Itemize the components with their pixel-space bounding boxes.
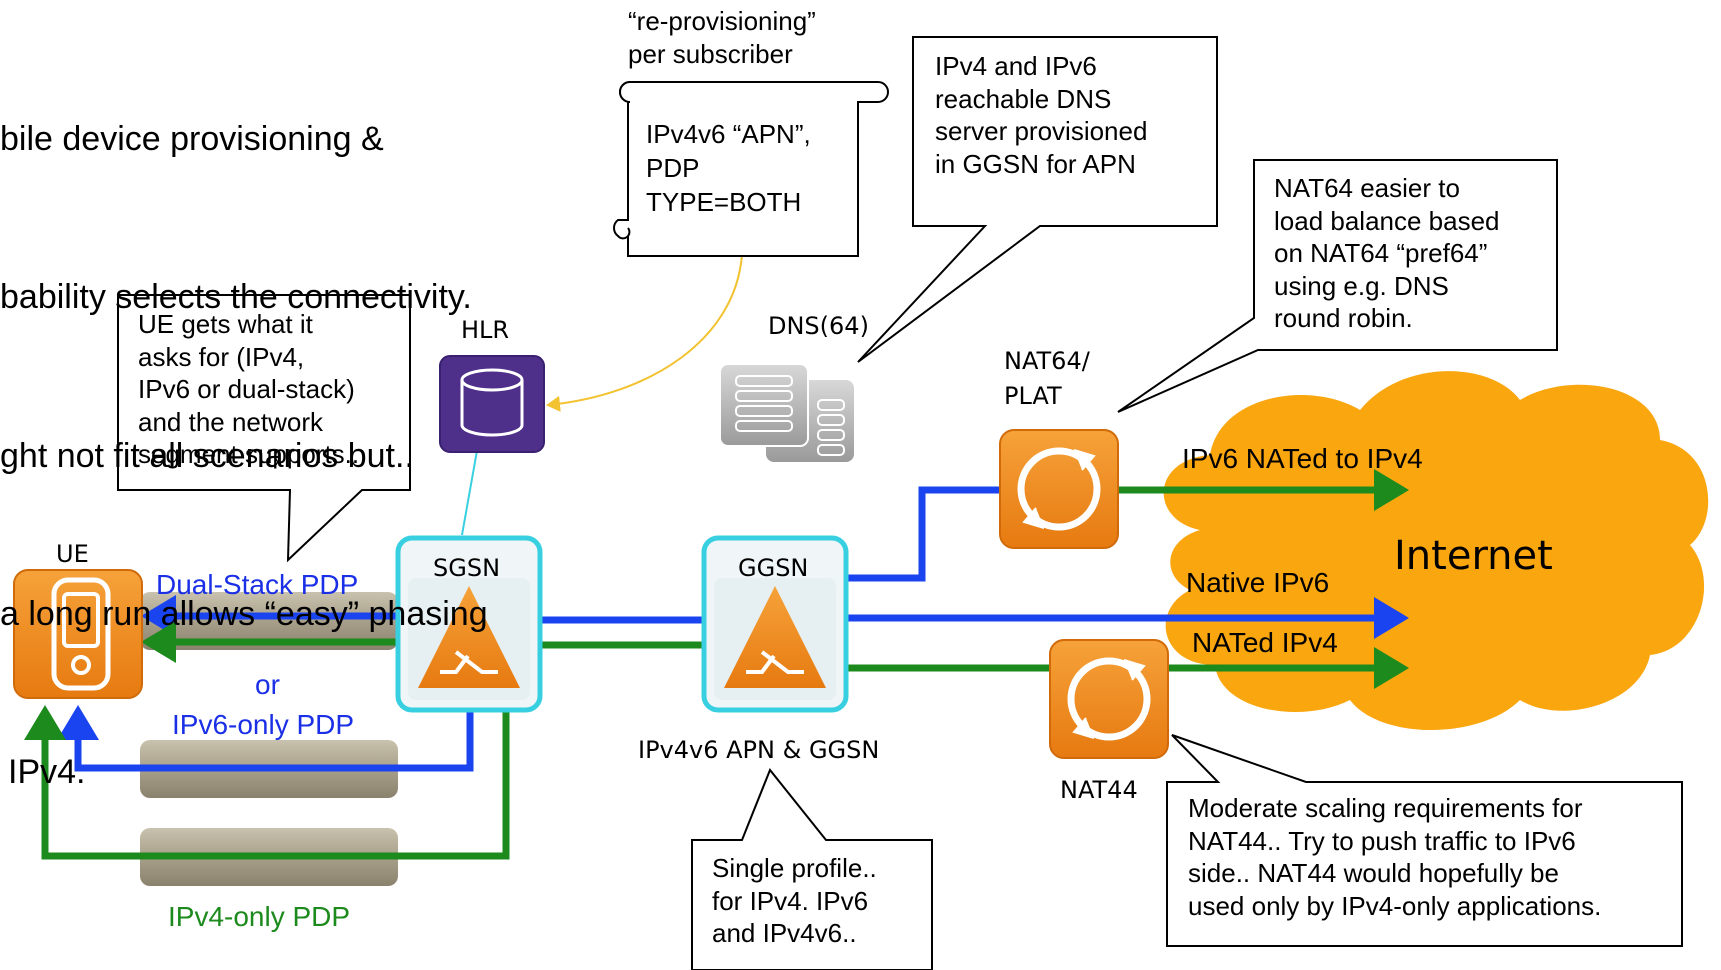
scroll-shape [613,81,889,257]
hlr-label: HLR [461,316,510,344]
callout-nat44-shape [1166,734,1683,947]
dns64-label: DNS(64) [768,312,869,340]
internet-label: Internet [1394,533,1553,579]
bullet-item: IPv4. [8,752,86,791]
callout-nat64-text: NAT64 easier to load balance based on NA… [1274,173,1500,333]
ue-label: UE [56,540,89,568]
router-icon [395,535,543,713]
ipv6-only-label: IPv6-only PDP [172,709,355,740]
nated-ipv4-label: NATed IPv4 [1192,627,1338,658]
nat-cycle-icon [999,429,1119,549]
scroll-text: IPv4v6 “APN”, PDP TYPE=BOTH [646,119,811,217]
mobile-phone-icon [13,569,143,699]
scroll-caption: “re-provisioning” per subscriber [628,6,816,69]
server-stack-icon [719,363,854,462]
callout-dns-text: IPv4 and IPv6 reachable DNS server provi… [935,51,1148,179]
cloud-icon [1163,371,1709,730]
bullet-item: ght not fit all scenarios but.. [0,436,414,475]
native-ipv6-label: Native IPv6 [1186,567,1330,598]
callout-profile-shape [691,768,933,970]
sgsn-label: SGSN [433,554,501,582]
bullet-item: bability selects the connectivity. [0,278,472,317]
callout-nat64-shape [1117,159,1558,413]
database-icon [439,355,545,453]
dual-stack-label: Dual-Stack PDP [156,569,359,600]
callout-ue-shape [117,294,411,563]
bullet-item: bile device provisioning & [0,120,384,159]
ggsn-nat64-link [846,486,1000,582]
hlr-sgsn-link [461,444,479,536]
ggsn-label: GGSN [738,554,809,582]
callout-nat44-text: Moderate scaling requirements for NAT44.… [1188,793,1602,921]
callout-dns-shape [857,36,1218,363]
ipv6-nated-label: IPv6 NATed to IPv4 [1182,443,1423,474]
dual-stack-tube [140,592,398,650]
bullet-item: a long run allows “easy” phasing [0,594,488,633]
ipv6-only-arrow [57,705,474,772]
nat64-label: NAT64/ PLAT [1004,347,1090,410]
bullet-list: bile device provisioning & bability sele… [0,8,488,851]
apn-ggsn-label: IPv4v6 APN & GGSN [638,736,880,764]
nat-cycle-icon [1049,639,1169,759]
nat44-label: NAT44 [1060,776,1138,804]
ipv4-only-label: IPv4-only PDP [168,901,351,932]
ipv4-only-arrow [24,705,510,860]
or-label: or [255,669,280,700]
provisioning-arrow [546,254,743,412]
router-icon [701,535,849,713]
callout-ue-text: UE gets what it asks for (IPv4, IPv6 or … [138,309,360,469]
callout-profile-text: Single profile.. for IPv4. IPv6 and IPv4… [712,853,877,948]
